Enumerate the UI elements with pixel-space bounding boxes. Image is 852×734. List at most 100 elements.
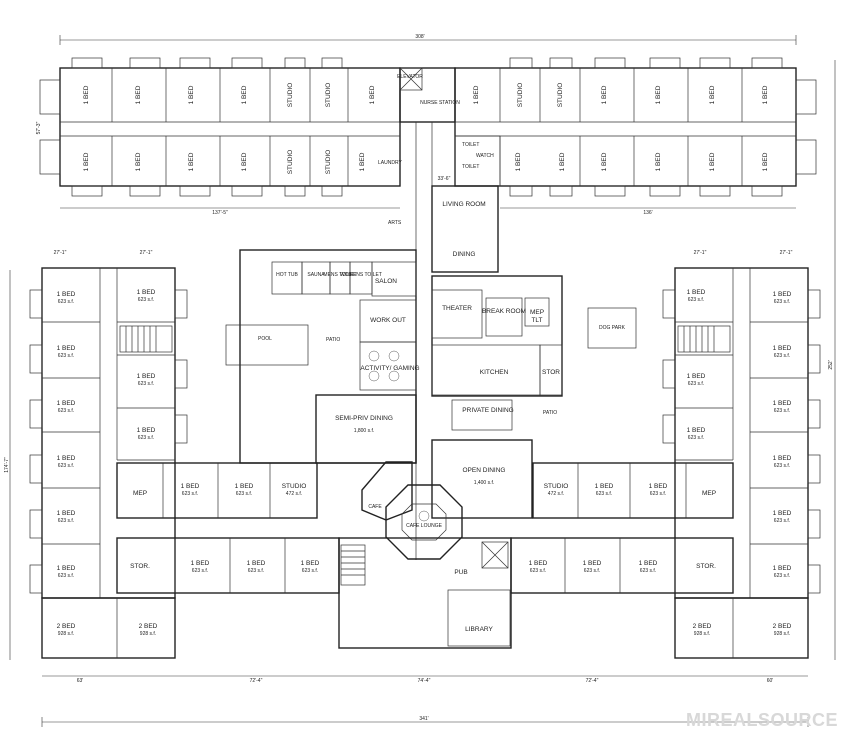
area-label: 623 s.f. bbox=[584, 568, 600, 574]
dim-top-left-wing: 137'-5" bbox=[212, 210, 228, 216]
area-label: 928 s.f. bbox=[58, 631, 74, 637]
dog-park-label: DOG PARK bbox=[599, 325, 626, 331]
area-label: 623 s.f. bbox=[650, 491, 666, 497]
room-label: 1 BED bbox=[655, 85, 662, 104]
room-label: 1 BED bbox=[709, 152, 716, 171]
room-label: 1 BED bbox=[137, 427, 156, 434]
stor-label: STOR bbox=[542, 369, 560, 376]
dim-bottom-overall: 341' bbox=[419, 716, 428, 722]
room-label: 2 BED bbox=[773, 623, 792, 630]
room-label: 1 BED bbox=[515, 152, 522, 171]
library-label: LIBRARY bbox=[465, 626, 493, 633]
area-label: 623 s.f. bbox=[192, 568, 208, 574]
area-label: 623 s.f. bbox=[58, 573, 74, 579]
dining-label: DINING bbox=[453, 251, 476, 258]
room-label: STUDIO bbox=[287, 83, 294, 108]
room-label: 1 BED bbox=[773, 400, 792, 407]
area-label: 623 s.f. bbox=[774, 463, 790, 469]
room-label: 1 BED bbox=[301, 560, 320, 567]
room-label: 1 BED bbox=[649, 483, 668, 490]
watch-label: WATCH bbox=[476, 153, 494, 159]
area-label: 623 s.f. bbox=[138, 435, 154, 441]
nurse-station-label: NURSE STATION bbox=[420, 100, 460, 106]
room-label: STUDIO bbox=[325, 83, 332, 108]
room-label: 1 BED bbox=[241, 85, 248, 104]
dim-wing-width: 27'-1" bbox=[140, 250, 153, 256]
area-label: 928 s.f. bbox=[140, 631, 156, 637]
room-label: STUDIO bbox=[287, 150, 294, 175]
wing-dimensions: 137'-5" 136' 57'-3" bbox=[36, 121, 796, 216]
living-room-label: LIVING ROOM bbox=[442, 201, 485, 208]
right-bottom-row: 1 BED 623 s.f. 1 BED 623 s.f. 1 BED 623 … bbox=[510, 537, 734, 594]
room-label: 1 BED bbox=[773, 565, 792, 572]
area-label: 623 s.f. bbox=[58, 353, 74, 359]
room-label: 1 BED bbox=[601, 152, 608, 171]
room-label: 1 BED bbox=[687, 289, 706, 296]
mens-label: MENS TOILET bbox=[323, 272, 356, 278]
area-label: 623 s.f. bbox=[688, 381, 704, 387]
room-label: STOR. bbox=[696, 563, 716, 570]
room-label: 1 BED bbox=[773, 455, 792, 462]
area-label: 472 s.f. bbox=[548, 491, 564, 497]
room-label: 1 BED bbox=[57, 510, 76, 517]
room-label: 1 BED bbox=[188, 152, 195, 171]
room-label: 2 BED bbox=[139, 623, 158, 630]
room-label: 1 BED bbox=[709, 85, 716, 104]
dim-bottom-seg: 63' bbox=[77, 678, 84, 684]
sauna-label: SAUNA bbox=[307, 272, 325, 278]
dim-wing-width: 27'-1" bbox=[54, 250, 67, 256]
room-label: 1 BED bbox=[601, 85, 608, 104]
tlt-label: TLT bbox=[531, 317, 542, 324]
room-label: STUDIO bbox=[517, 83, 524, 108]
area-label: 623 s.f. bbox=[138, 381, 154, 387]
area-label: 623 s.f. bbox=[774, 299, 790, 305]
room-label: 1 BED bbox=[583, 560, 602, 567]
area-label: 623 s.f. bbox=[596, 491, 612, 497]
dim-bottom-seg: 74'-4" bbox=[418, 678, 431, 684]
room-label: 1 BED bbox=[773, 291, 792, 298]
cafe-core: CAFE CAFE LOUNGE bbox=[361, 461, 463, 560]
room-label: 1 BED bbox=[57, 345, 76, 352]
area-label: 623 s.f. bbox=[302, 568, 318, 574]
room-label: 1 BED bbox=[137, 289, 156, 296]
room-label: 1 BED bbox=[181, 483, 200, 490]
room-label: STUDIO bbox=[325, 150, 332, 175]
room-label: STOR. bbox=[130, 563, 150, 570]
room-label: 2 BED bbox=[693, 623, 712, 630]
cafe-label: CAFE bbox=[368, 504, 382, 510]
salon-label: SALON bbox=[375, 278, 397, 285]
break-room-label: BREAK ROOM bbox=[482, 308, 526, 315]
open-dining bbox=[431, 439, 533, 519]
area-label: 623 s.f. bbox=[774, 353, 790, 359]
room-label: 1 BED bbox=[359, 152, 366, 171]
room-label: 1 BED bbox=[655, 152, 662, 171]
area-label: 623 s.f. bbox=[688, 435, 704, 441]
area-label: 623 s.f. bbox=[530, 568, 546, 574]
theater-label: THEATER bbox=[442, 305, 472, 312]
area-label: 623 s.f. bbox=[640, 568, 656, 574]
dim-bottom-seg: 72'-4" bbox=[250, 678, 263, 684]
area-label: 623 s.f. bbox=[774, 518, 790, 524]
amenities-right: THEATER BREAK ROOM MEP TLT KITCHEN STOR … bbox=[431, 275, 637, 431]
room-label: STUDIO bbox=[544, 483, 569, 490]
pool-label: POOL bbox=[258, 336, 272, 342]
area-label: 623 s.f. bbox=[58, 518, 74, 524]
dim-wing-width: 27'-1" bbox=[694, 250, 707, 256]
dim-top-right-wing: 136' bbox=[643, 210, 652, 216]
dim-wing-width: 27'-1" bbox=[780, 250, 793, 256]
dim-right-height: 252' bbox=[828, 360, 834, 369]
dim-left-height: 174'-7" bbox=[4, 457, 10, 473]
womens-label: WOMENS TOILET bbox=[340, 272, 382, 278]
left-wing: 1 BED 623 s.f. 1 BED 623 s.f. 1 BED 623 … bbox=[29, 250, 188, 599]
semi-private-dining bbox=[315, 394, 417, 464]
room-label: 1 BED bbox=[191, 560, 210, 567]
room-label: 1 BED bbox=[639, 560, 658, 567]
hot-tub-label: HOT TUB bbox=[276, 272, 298, 278]
room-label: 1 BED bbox=[57, 291, 76, 298]
room-label: 1 BED bbox=[473, 85, 480, 104]
room-label: 1 BED bbox=[135, 85, 142, 104]
cafe-lounge-label: CAFE LOUNGE bbox=[406, 523, 443, 529]
room-label: 1 BED bbox=[57, 400, 76, 407]
toilet-label: TOILET bbox=[462, 164, 479, 170]
elevator-label: ELEVATOR bbox=[397, 74, 423, 80]
